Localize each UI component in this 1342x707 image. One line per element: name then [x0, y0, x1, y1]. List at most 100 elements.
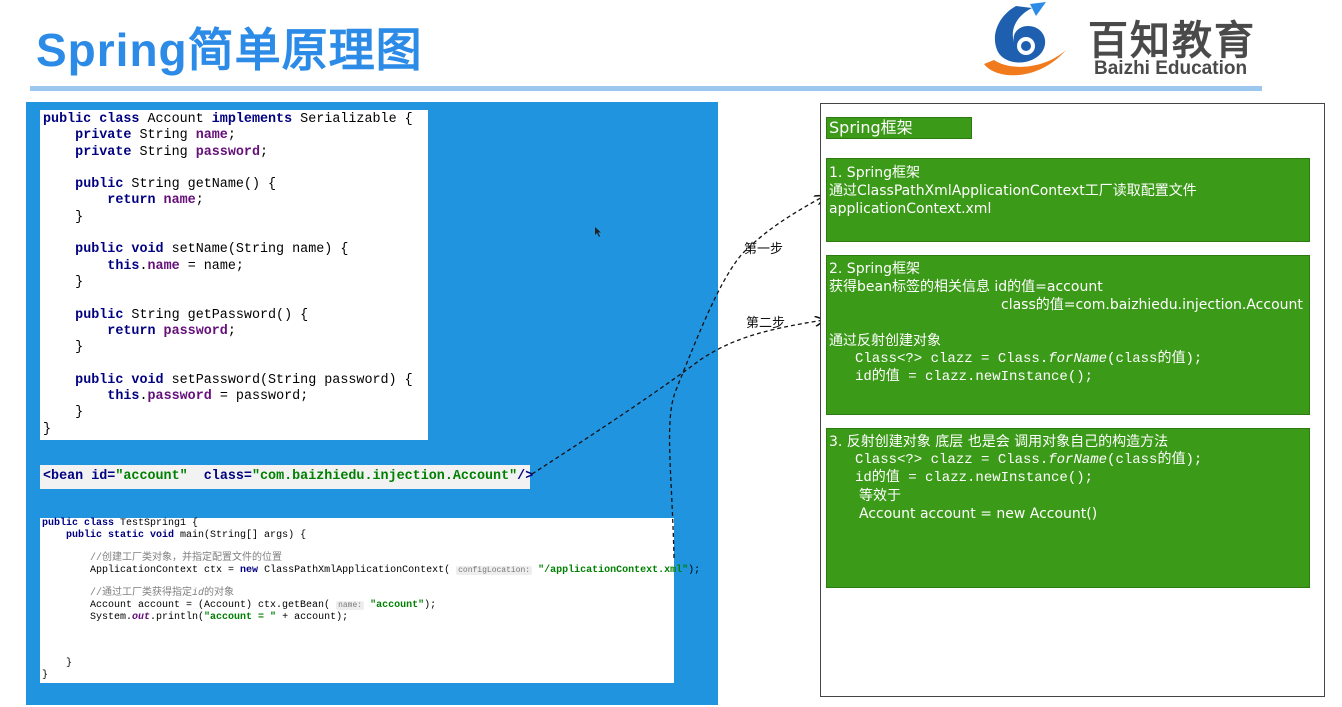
brand-logo: 百知教育 Baizhi Education: [976, 2, 1296, 84]
code-token: implements: [211, 112, 301, 127]
code-token: Serializable {: [300, 112, 413, 127]
step2-arrow: [531, 320, 824, 475]
code-token: private: [75, 128, 140, 144]
step1-box: 1. Spring框架 通过ClassPathXmlApplicationCon…: [826, 158, 1310, 242]
step2-heading: 2. Spring框架: [829, 261, 920, 277]
code-token: "/applicationContext.xml": [538, 564, 689, 576]
code-token: System.: [42, 611, 133, 623]
code-token: }: [43, 274, 84, 290]
step1-heading: 1. Spring框架: [829, 165, 920, 181]
code-token: name: [147, 258, 180, 274]
code-token: <: [43, 469, 52, 484]
step3-heading: 3. 反射创建对象 底层 也是会 调用对象自己的构造方法: [829, 434, 1169, 450]
code-token: setPassword(String password) {: [171, 372, 413, 388]
code-token: + account);: [276, 611, 349, 623]
spring-framework-title: Spring框架: [826, 117, 972, 139]
step2-label: 第二步: [746, 316, 786, 331]
code-token: password: [163, 323, 228, 339]
code-token: String: [139, 128, 196, 144]
code-text: Class<?> clazz = Class.: [855, 452, 1049, 468]
baizhi-logo-icon: [984, 2, 1066, 76]
step3-box: 3. 反射创建对象 底层 也是会 调用对象自己的构造方法 Class<?> cl…: [826, 428, 1310, 588]
step1-file: applicationContext.xml: [829, 201, 992, 217]
code-token: ApplicationContext ctx =: [42, 564, 241, 576]
code-token: this: [107, 389, 140, 405]
code-token: />: [517, 469, 534, 484]
code-token: String getName() {: [131, 177, 277, 193]
code-token: }: [43, 405, 84, 421]
account-class-code[interactable]: public class Account implements Serializ…: [40, 110, 428, 440]
mouse-cursor-icon: [595, 227, 601, 237]
code-token: TestSpring1 {: [120, 518, 199, 529]
code-token: password: [195, 144, 260, 160]
code-token: ;: [260, 144, 269, 160]
code-token: .: [139, 258, 148, 274]
code-token: name: [195, 128, 228, 144]
code-token: new: [240, 564, 265, 576]
code-text: (class的值);: [1107, 452, 1203, 468]
step2-code-forname: Class<?> clazz = Class.forName(class的值);: [829, 350, 1307, 368]
code-token: ;: [195, 193, 204, 209]
code-token: }: [43, 209, 84, 225]
test-spring-code[interactable]: public class TestSpring1 { public static…: [40, 518, 700, 683]
code-token: "com.baizhiedu.injection.Account": [251, 469, 518, 484]
code-token: out: [132, 611, 151, 623]
code-token: "account": [370, 599, 425, 611]
step3-new-account: Account account = new Account(): [859, 506, 1098, 522]
code-token: }: [42, 658, 73, 670]
step2-box: 2. Spring框架 获得bean标签的相关信息 id的值=account c…: [826, 255, 1310, 415]
code-token: "account": [115, 469, 188, 484]
step1-label: 第一步: [744, 242, 784, 257]
code-token: return: [107, 193, 164, 209]
code-token: id: [192, 588, 205, 600]
code-token: password: [147, 389, 212, 405]
code-token: Account account = (Account) ctx.getBean(: [42, 599, 337, 611]
code-token: bean: [51, 469, 92, 484]
code-token: main(String[] args) {: [180, 529, 307, 541]
code-token: ;: [227, 323, 236, 339]
spacer: [829, 314, 1307, 332]
code-token: .println(: [150, 611, 205, 623]
code-token: return: [107, 323, 164, 339]
step2-id-info: 获得bean标签的相关信息 id的值=account: [829, 279, 1103, 295]
code-token: configLocation:: [456, 565, 533, 575]
step2-code-newinstance: id的值 = clazz.newInstance();: [855, 369, 1094, 385]
code-token: public void: [75, 372, 172, 388]
code-token: ;: [227, 128, 236, 144]
page-title: Spring简单原理图: [36, 24, 423, 76]
code-text: (class的值);: [1107, 351, 1203, 367]
code-token: //通过工厂类获得指定: [90, 588, 193, 600]
bean-config-code[interactable]: <bean id="account" class="com.baizhiedu.…: [40, 465, 534, 489]
code-token: 的对象: [204, 588, 235, 600]
logo-text-en: Baizhi Education: [1094, 58, 1248, 79]
step3-code-newinstance: id的值 = clazz.newInstance();: [855, 470, 1094, 486]
code-token: }: [43, 340, 84, 356]
code-token: private: [75, 144, 140, 160]
code-token: public static void: [66, 529, 181, 541]
code-token: "account = ": [204, 611, 277, 623]
code-token: ClassPathXmlApplicationContext(: [264, 564, 457, 576]
code-token: );: [424, 599, 437, 611]
code-token: String getPassword() {: [131, 307, 309, 323]
title-underline: [30, 86, 1262, 91]
code-token: name: [163, 193, 196, 209]
code-text: forName: [1048, 452, 1108, 468]
code-token: this: [107, 258, 140, 274]
logo-text-cn: 百知教育: [1088, 18, 1256, 64]
code-text: Class<?> clazz = Class.: [855, 351, 1049, 367]
code-token: String: [139, 144, 196, 160]
code-token: id=: [91, 469, 116, 484]
code-token: //创建工厂类对象，并指定配置文件的位置: [90, 553, 283, 565]
step1-desc: 通过ClassPathXmlApplicationContext工厂读取配置文件: [829, 183, 1197, 199]
code-token: public class: [42, 518, 121, 529]
code-token: setName(String name) {: [171, 242, 349, 258]
step1-arrow: [668, 196, 824, 559]
step3-equivalent: 等效于: [859, 488, 901, 504]
code-token: );: [688, 564, 701, 576]
step2-class-info: class的值=com.baizhiedu.injection.Account: [1001, 297, 1303, 313]
code-token: public: [75, 307, 132, 323]
code-token: = password;: [211, 389, 309, 405]
code-token: name:: [336, 600, 365, 610]
code-token: .: [139, 389, 148, 405]
